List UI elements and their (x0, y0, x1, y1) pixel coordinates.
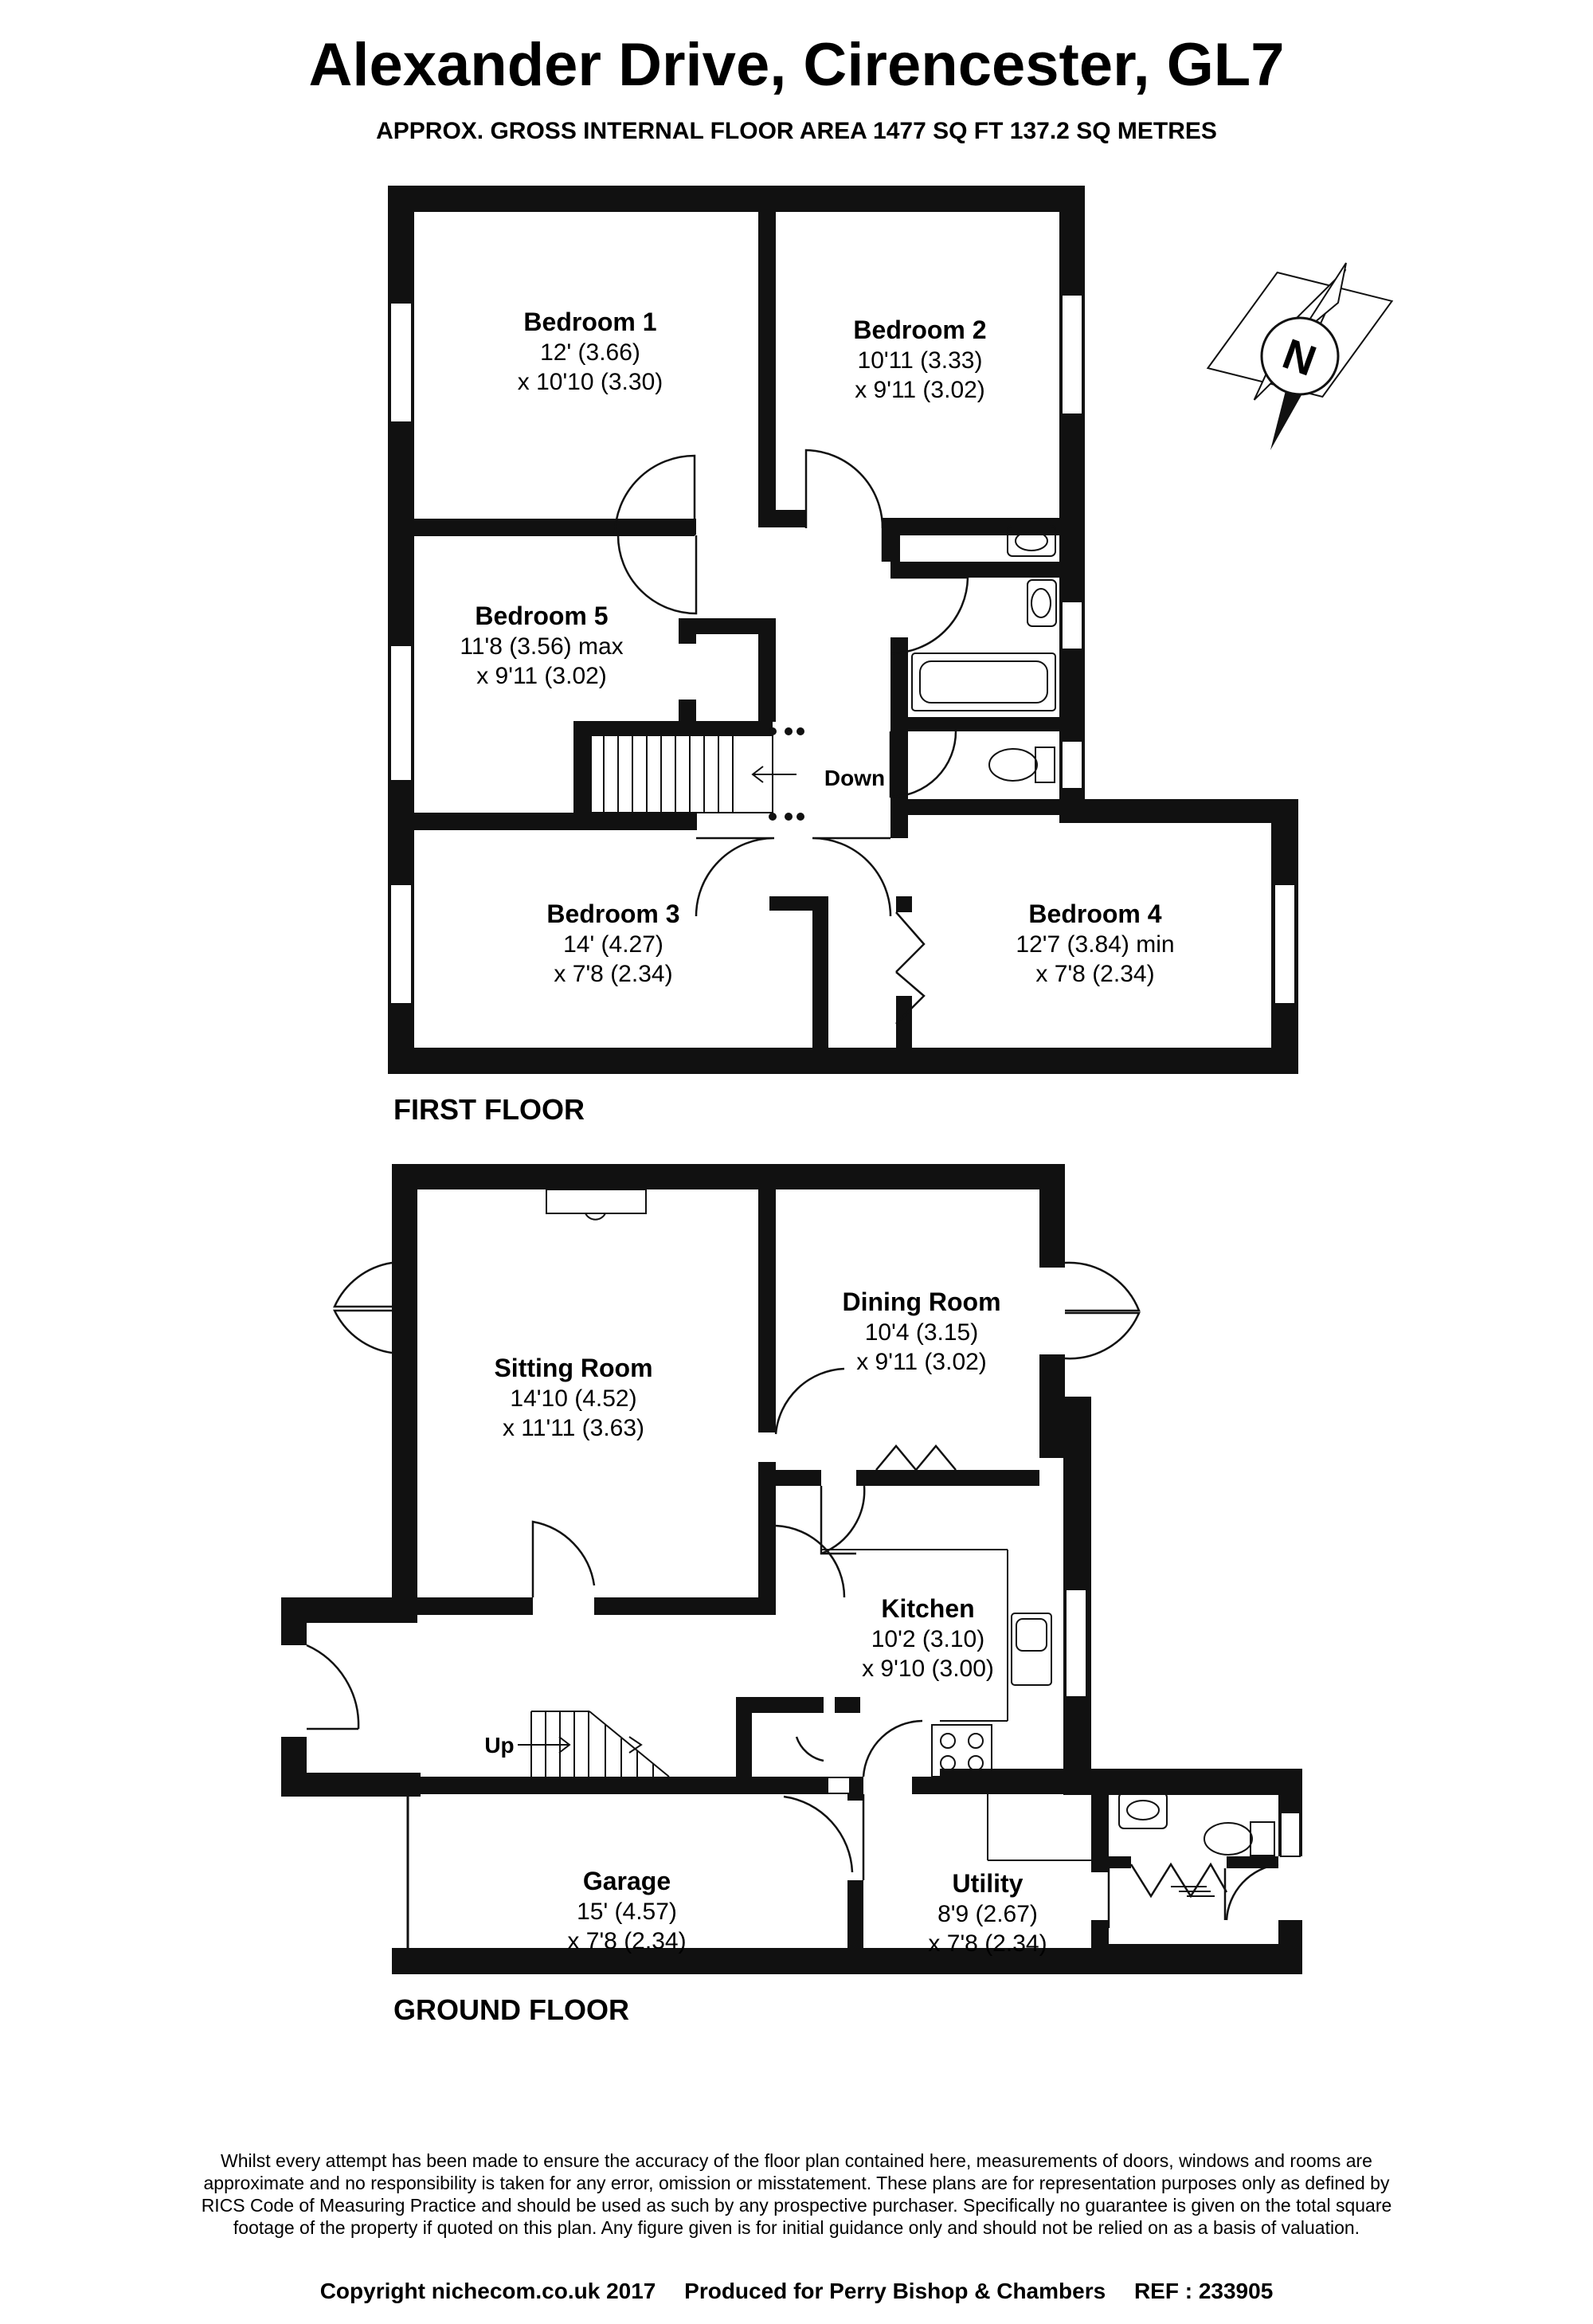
ground-floor-doors (306, 1261, 1279, 1928)
room-dim-bedroom-2-a: 10'11 (3.33) (858, 347, 983, 374)
copyright-text: Copyright nichecom.co.uk 2017 (319, 2279, 656, 2303)
produced-for-text: Produced for Perry Bishop & Chambers (684, 2279, 1106, 2303)
ground-floor-windows (828, 1589, 1301, 1857)
room-name-bedroom-4: Bedroom 4 (1028, 899, 1161, 928)
ground-floor-stairs (518, 1711, 670, 1777)
room-dim-garage-a: 15' (4.57) (577, 1899, 677, 1925)
first-floor-room-labels: Bedroom 1 12' (3.66) x 10'10 (3.30) Bedr… (460, 308, 1174, 987)
room-dim-kitchen-b: x 9'10 (3.00) (862, 1656, 994, 1682)
stairs-up-label: Up (484, 1733, 514, 1758)
reference-number: REF : 233905 (1133, 2279, 1274, 2303)
first-floor-windows (389, 294, 1296, 1005)
room-dim-bedroom-4-b: x 7'8 (2.34) (1035, 961, 1154, 987)
first-floor-doors (613, 449, 969, 1025)
ground-floor-room-labels: Sitting Room 14'10 (4.52) x 11'11 (3.63)… (484, 1287, 1047, 1957)
room-dim-bedroom-5-b: x 9'11 (3.02) (476, 663, 607, 689)
room-name-utility: Utility (953, 1869, 1024, 1898)
room-name-bedroom-5: Bedroom 5 (475, 602, 608, 630)
ground-floor-plan (281, 1164, 1302, 1974)
room-dim-dining-room-a: 10'4 (3.15) (865, 1319, 979, 1346)
room-dim-dining-room-b: x 9'11 (3.02) (856, 1349, 987, 1375)
footer: Copyright nichecom.co.uk 2017 Produced f… (0, 2279, 1593, 2304)
room-name-dining-room: Dining Room (842, 1287, 1000, 1316)
room-dim-sitting-room-b: x 11'11 (3.63) (503, 1415, 644, 1441)
room-name-kitchen: Kitchen (881, 1594, 974, 1623)
room-name-bedroom-1: Bedroom 1 (523, 308, 656, 336)
room-dim-bedroom-4-a: 12'7 (3.84) min (1016, 931, 1174, 958)
room-dim-utility-b: x 7'8 (2.34) (928, 1930, 1047, 1957)
stair-rail-dots (769, 727, 804, 821)
room-dim-kitchen-a: 10'2 (3.10) (871, 1626, 985, 1652)
first-floor-fixtures (911, 525, 1057, 783)
ground-floor-fixtures (821, 1549, 1275, 1897)
room-name-garage: Garage (583, 1867, 671, 1895)
room-name-bedroom-2: Bedroom 2 (853, 315, 986, 344)
first-floor-stairs (590, 735, 796, 813)
room-dim-bedroom-2-b: x 9'11 (3.02) (855, 377, 985, 403)
floor-area-subtitle: APPROX. GROSS INTERNAL FLOOR AREA 1477 S… (376, 118, 1217, 144)
disclaimer-text: Whilst every attempt has been made to en… (201, 2150, 1392, 2238)
room-name-bedroom-3: Bedroom 3 (546, 899, 679, 928)
room-dim-sitting-room-a: 14'10 (4.52) (510, 1385, 636, 1412)
room-dim-bedroom-5-a: 11'8 (3.56) max (460, 633, 623, 660)
room-dim-bedroom-1-a: 12' (3.66) (540, 339, 640, 366)
fireplace-icon (546, 1189, 647, 1221)
first-floor-label: FIRST FLOOR (393, 1093, 585, 1126)
compass-icon: N (1206, 262, 1394, 450)
room-name-sitting-room: Sitting Room (494, 1354, 652, 1382)
room-dim-bedroom-3-b: x 7'8 (2.34) (554, 961, 672, 987)
stairs-down-label: Down (824, 766, 885, 790)
ground-floor-label: GROUND FLOOR (393, 1993, 629, 2026)
room-dim-garage-b: x 7'8 (2.34) (567, 1928, 686, 1954)
room-dim-utility-a: 8'9 (2.67) (937, 1901, 1038, 1927)
room-dim-bedroom-3-a: 14' (4.27) (563, 931, 663, 958)
plan-title: Alexander Drive, Cirencester, GL7 (308, 31, 1285, 99)
room-dim-bedroom-1-b: x 10'10 (3.30) (518, 369, 663, 395)
